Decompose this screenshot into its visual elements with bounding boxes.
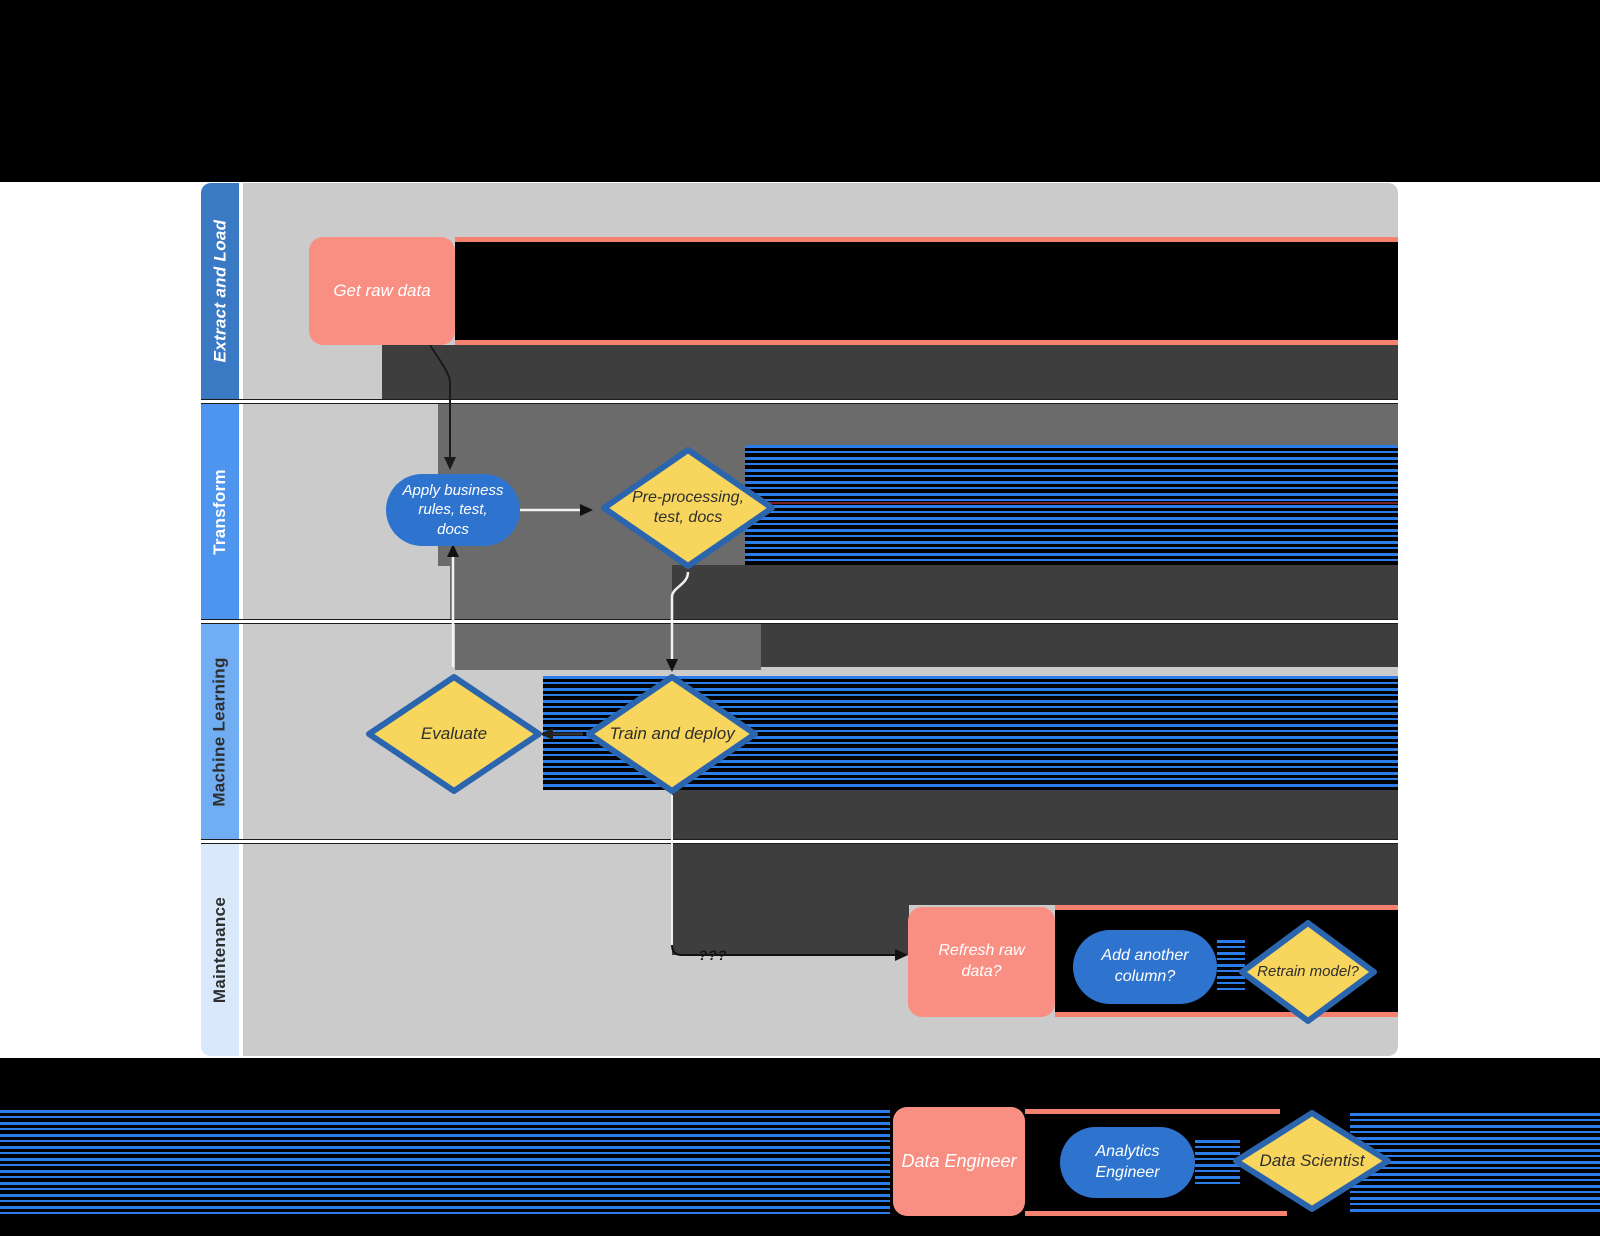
- node-refresh-raw-data-label: Refresh raw data?: [938, 942, 1025, 980]
- diamond-shape: [1239, 920, 1377, 1024]
- glitch-charcoal-lane3-bottom: [672, 790, 1398, 839]
- glitch-gray-lane2-top: [438, 404, 1398, 445]
- node-add-another-column-label: Add another column?: [1101, 947, 1189, 985]
- lane-separator-1: [201, 399, 1398, 404]
- lane-separator-2: [201, 619, 1398, 624]
- node-evaluate[interactable]: Evaluate: [365, 673, 543, 795]
- legend-data-scientist-label: Data Scientist: [1259, 1151, 1365, 1171]
- glitch-charcoal-lane1: [382, 345, 1398, 399]
- stripe-artifact-mid: [1195, 1140, 1240, 1186]
- lane-separator-3: [201, 839, 1398, 844]
- node-add-another-column[interactable]: Add another column?: [1073, 930, 1217, 1004]
- node-get-raw-data[interactable]: Get raw data: [309, 237, 455, 345]
- glitch-charcoal-lane3-top: [761, 624, 1398, 667]
- node-get-raw-data-label: Get raw data: [333, 280, 431, 300]
- node-train-and-deploy[interactable]: Train and deploy: [585, 673, 759, 795]
- diamond-shape: [586, 674, 758, 794]
- node-evaluate-label: Evaluate: [420, 724, 488, 744]
- legend-salmon-line-bottom: [1025, 1211, 1287, 1216]
- lane-header-extract-and-load[interactable]: Extract and Load: [201, 183, 239, 399]
- legend-analytics-engineer-label: Analytics Engineer: [1095, 1142, 1160, 1181]
- stripe-artifact-lane4: [1217, 940, 1245, 990]
- node-retrain-model-label: Retrain model?: [1257, 962, 1359, 980]
- node-refresh-raw-data[interactable]: Refresh raw data?: [908, 907, 1055, 1017]
- node-preprocessing-label: Pre-processing, test, docs: [631, 489, 745, 526]
- lane-label-maintenance: Maintenance: [210, 896, 229, 1004]
- node-apply-business-rules-label: Apply business rules, test, docs: [402, 481, 504, 538]
- connector-question-label: ???: [698, 947, 728, 963]
- diamond-shape: [601, 447, 775, 569]
- lane-label-transform: Transform: [210, 468, 229, 555]
- node-preprocessing[interactable]: Pre-processing, test, docs: [600, 446, 776, 570]
- node-train-and-deploy-label: Train and deploy: [609, 724, 735, 744]
- stripe-artifact-lane2: [745, 445, 1398, 571]
- lane-header-maintenance[interactable]: Maintenance: [201, 844, 239, 1056]
- legend-data-engineer-label: Data Engineer: [901, 1150, 1017, 1171]
- glitch-black-band-lane1: [455, 237, 1398, 345]
- lane-header-machine-learning[interactable]: Machine Learning: [201, 624, 239, 839]
- legend-salmon-line-top: [1025, 1109, 1280, 1114]
- legend-analytics-engineer[interactable]: Analytics Engineer: [1060, 1127, 1195, 1198]
- glitch-gray-lane2-bottom: [450, 565, 673, 619]
- node-retrain-model[interactable]: Retrain model?: [1238, 919, 1378, 1025]
- top-black-band: [0, 0, 1600, 182]
- lane-label-machine-learning: Machine Learning: [210, 656, 230, 807]
- diamond-shape: [1233, 1110, 1391, 1212]
- glitch-gray-lane3-top: [455, 624, 761, 670]
- stripe-artifact-right: [1350, 1113, 1600, 1213]
- glitch-charcoal-lane2: [672, 565, 1398, 619]
- legend-data-engineer[interactable]: Data Engineer: [893, 1107, 1025, 1216]
- lane-header-transform[interactable]: Transform: [201, 404, 239, 619]
- lane-label-extract-and-load: Extract and Load: [210, 219, 229, 363]
- stripe-red-line: [745, 502, 1398, 504]
- glitch-charcoal-lane4-top: [672, 844, 1398, 905]
- legend-data-scientist[interactable]: Data Scientist: [1232, 1109, 1392, 1213]
- diamond-shape: [366, 674, 542, 794]
- swimlane-panel: Extract and Load Transform Machine Learn…: [201, 183, 1398, 1056]
- node-apply-business-rules[interactable]: Apply business rules, test, docs: [386, 474, 520, 546]
- stripe-artifact-left: [0, 1110, 890, 1218]
